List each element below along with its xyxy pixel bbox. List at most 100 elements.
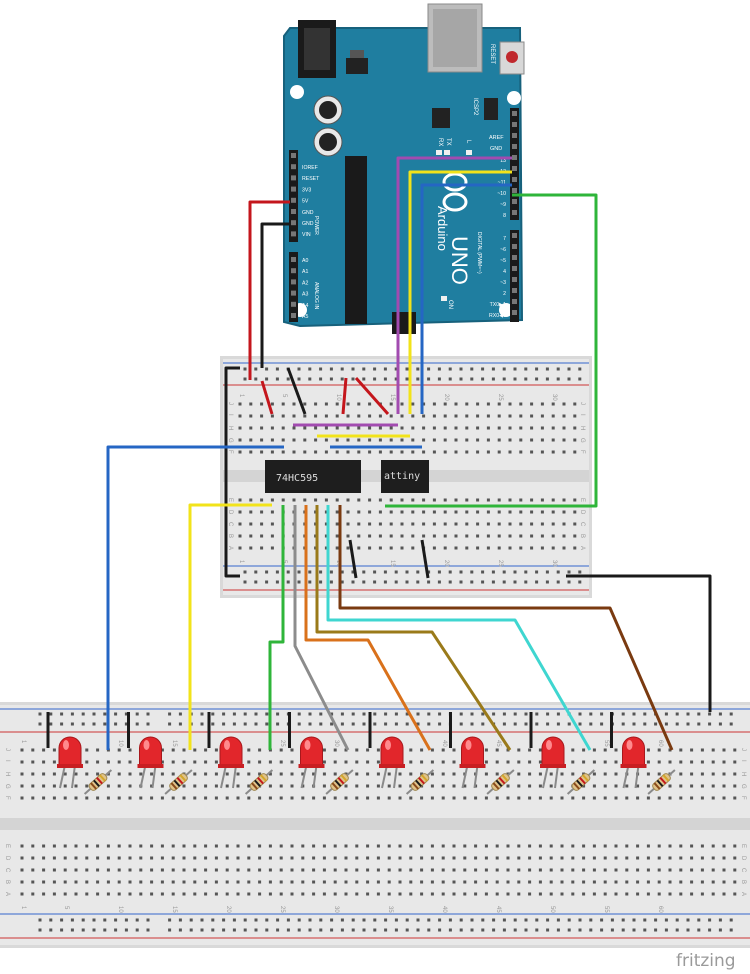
rail-hole [124,928,128,932]
hole [465,498,469,502]
hole [614,796,618,800]
hole [432,414,436,418]
hole [560,880,564,884]
rail-hole [708,722,712,726]
rail-hole [265,367,269,371]
hole [366,772,370,776]
hole [150,880,154,884]
hole [85,868,89,872]
hole [171,880,175,884]
column-number: 15 [389,394,395,401]
hole [204,796,208,800]
hole [441,796,445,800]
column-number: 35 [387,906,393,913]
rail-hole [275,367,279,371]
rail-hole [297,580,301,584]
hole [238,438,242,442]
led-leg [393,764,398,789]
rail-hole [513,580,517,584]
hole [398,772,402,776]
pin-label: A5 [302,314,308,320]
rail-hole [254,722,258,726]
hole [614,844,618,848]
hole [411,498,415,502]
hole [322,760,326,764]
hole [441,772,445,776]
row-letter: A [579,546,585,550]
rail-hole [502,377,506,381]
rail-hole [416,377,420,381]
hole [376,748,380,752]
hole [409,748,413,752]
rail-hole [135,712,139,716]
hole [204,856,208,860]
hole [573,438,577,442]
hole [551,414,555,418]
hole [63,892,67,896]
rail-hole [60,928,64,932]
resistor [486,769,515,795]
rail-hole [243,580,247,584]
rail-hole [200,712,204,716]
rail-hole [686,722,690,726]
resistor [566,769,596,795]
pin-label: 3V3 [302,187,311,193]
hole [636,892,640,896]
hole [571,796,575,800]
hole [592,868,596,872]
rail-hole [459,722,463,726]
hole [474,880,478,884]
hole [409,856,413,860]
hole [528,748,532,752]
hole [432,522,436,526]
hole [582,868,586,872]
pin-label: 4 [503,269,506,275]
rail-hole [254,580,258,584]
rail-hole [178,712,182,716]
hole [454,534,458,538]
hole [357,546,361,550]
rail-hole [146,918,150,922]
hole [171,868,175,872]
hole [268,844,272,848]
hole [484,784,488,788]
hole [303,402,307,406]
hole [74,892,78,896]
hole [85,760,89,764]
hole [668,760,672,764]
hole [344,868,348,872]
hole [679,760,683,764]
rail-hole [556,570,560,574]
hole [409,844,413,848]
rail-hole [286,580,290,584]
wire-orange-led [304,505,432,751]
wire-green-led [268,505,285,750]
rail-hole [254,367,258,371]
hole [204,772,208,776]
hole [506,760,510,764]
resistor-band [96,777,103,785]
hole [322,844,326,848]
rail-hole [535,712,539,716]
led-leg [622,764,630,789]
hole [400,510,404,514]
hole [560,784,564,788]
arduino-logo: Arduino UNO [435,172,472,285]
hole [443,438,447,442]
rail-hole [481,918,485,922]
header-pin [512,166,517,171]
row-letter: J [579,402,585,405]
header-pin [512,199,517,204]
hole [573,534,577,538]
hole [249,438,253,442]
hole [312,796,316,800]
hole [249,402,253,406]
hole [357,522,361,526]
rail-hole [319,580,323,584]
hole [31,880,35,884]
header-pin [512,288,517,293]
rail-hole [373,918,377,922]
hole [398,784,402,788]
hole [368,498,372,502]
hole [52,844,56,848]
